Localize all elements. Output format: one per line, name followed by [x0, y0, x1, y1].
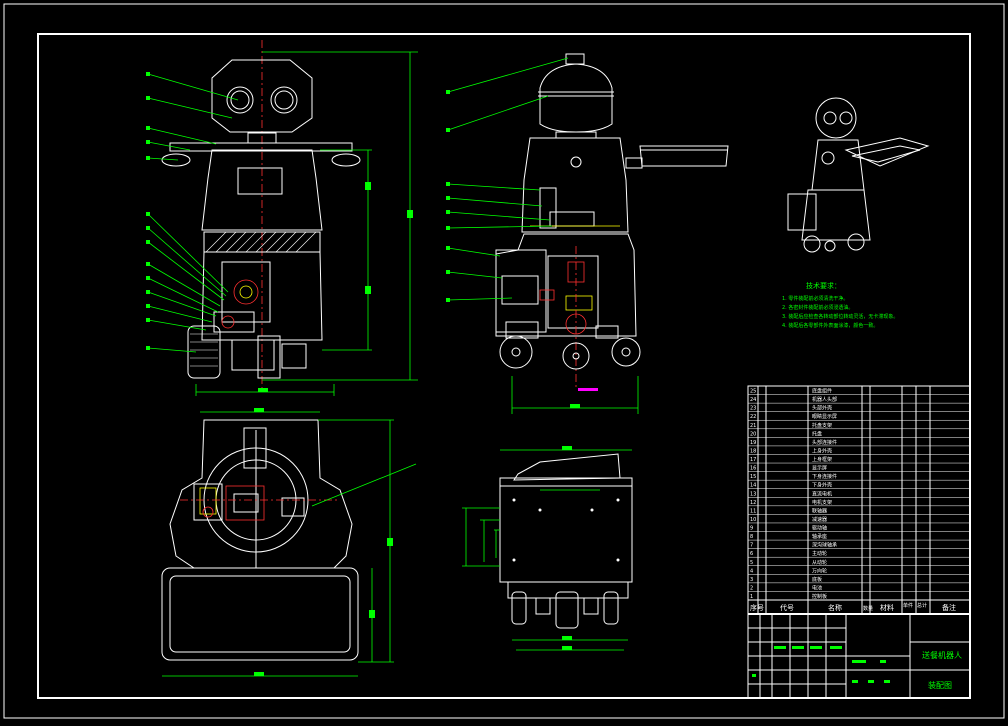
parts-row-index: 1 — [750, 594, 753, 600]
parts-row-name: 下身连接件 — [812, 473, 837, 480]
technical-notes: 技术要求： 1. 零件装配前必须清洗干净。 2. 各密封件装配前必须浸透油。 3… — [782, 281, 898, 329]
parts-row-index: 25 — [750, 389, 756, 395]
parts-row-index: 4 — [750, 568, 753, 574]
isometric-view — [787, 97, 930, 253]
parts-row-name: 托盘 — [812, 430, 822, 437]
parts-row-index: 7 — [750, 543, 753, 549]
parts-row-index: 12 — [750, 500, 756, 506]
parts-row-name: 电池 — [812, 584, 822, 591]
parts-row-index: 9 — [750, 526, 753, 532]
parts-row-name: 深沟球轴承 — [812, 542, 837, 549]
notes-line: 3. 装配后应检查各转动部位转动灵活，无卡滞现象。 — [782, 313, 898, 320]
parts-row-name: 眼睛显示屏 — [812, 413, 837, 420]
notes-line: 1. 零件装配前必须清洗干净。 — [782, 295, 848, 302]
notes-line: 4. 装配后各零部件外表面涂漆，颜色一致。 — [782, 322, 878, 329]
header-cell: 数量 — [863, 605, 873, 612]
parts-row-index: 21 — [750, 423, 756, 429]
parts-row-name: 机器人头部 — [812, 396, 837, 403]
parts-row-index: 10 — [750, 517, 756, 523]
parts-row-name: 下身外壳 — [812, 482, 832, 489]
parts-row-index: 17 — [750, 457, 756, 463]
notes-line: 2. 各密封件装配前必须浸透油。 — [782, 304, 853, 311]
header-cell: 总计 — [917, 602, 927, 609]
header-cell: 序号 — [750, 603, 764, 612]
parts-row-index: 24 — [750, 397, 756, 403]
drawing-name: 送餐机器人 — [922, 650, 962, 660]
parts-row-name: 减速器 — [812, 516, 827, 523]
parts-row-index: 11 — [750, 508, 756, 514]
parts-row-name: 主动轮 — [812, 550, 827, 557]
parts-row-index: 6 — [750, 551, 753, 557]
parts-row-name: 驱动轴 — [812, 525, 827, 532]
parts-row-index: 19 — [750, 440, 756, 446]
parts-row-index: 20 — [750, 431, 756, 437]
front-view — [146, 40, 418, 396]
notes-title: 技术要求： — [806, 281, 841, 290]
bottom-view — [462, 446, 633, 651]
parts-row-name: 电机支架 — [812, 499, 832, 506]
title-block: 底盘组件25机器人头部24头部外壳23眼睛显示屏22托盘支架21托盘20头部连接… — [747, 385, 971, 699]
parts-row-index: 16 — [750, 466, 756, 472]
header-cell: 材料 — [880, 603, 894, 612]
parts-row-name: 轴承座 — [812, 533, 827, 540]
parts-row-name: 底盘组件 — [812, 388, 832, 395]
header-cell: 单件 — [903, 602, 913, 609]
parts-row-index: 8 — [750, 534, 753, 540]
inner-frame — [37, 33, 971, 699]
header-cell: 名称 — [828, 603, 842, 612]
parts-row-name: 底板 — [812, 576, 822, 583]
side-view — [446, 53, 729, 414]
parts-row-name: 控制板 — [812, 593, 827, 600]
parts-row-name: 托盘支架 — [812, 422, 832, 429]
parts-row-index: 5 — [750, 560, 753, 566]
parts-row-name: 上身框架 — [812, 456, 832, 463]
parts-row-index: 13 — [750, 491, 756, 497]
parts-row-name: 上身外壳 — [812, 447, 832, 454]
parts-row-name: 从动轮 — [812, 559, 827, 566]
parts-row-index: 15 — [750, 474, 756, 480]
parts-row-index: 2 — [750, 585, 753, 591]
parts-row-name: 头部连接件 — [812, 439, 837, 446]
drawing-type: 装配图 — [928, 680, 952, 690]
outer-frame — [3, 3, 1005, 719]
parts-row-name: 直流电机 — [812, 490, 832, 497]
parts-row-index: 22 — [750, 414, 756, 420]
parts-row-name: 万向轮 — [812, 567, 827, 574]
header-cell: 代号 — [780, 603, 794, 612]
parts-row-name: 显示屏 — [812, 466, 827, 472]
parts-row-index: 14 — [750, 483, 756, 489]
parts-row-index: 23 — [750, 406, 756, 412]
header-cell: 备注 — [942, 603, 956, 612]
parts-row-index: 18 — [750, 448, 756, 454]
parts-row-name: 联轴器 — [812, 507, 827, 514]
parts-row-index: 3 — [750, 577, 753, 583]
top-view — [161, 408, 417, 677]
parts-row-name: 头部外壳 — [812, 405, 832, 412]
